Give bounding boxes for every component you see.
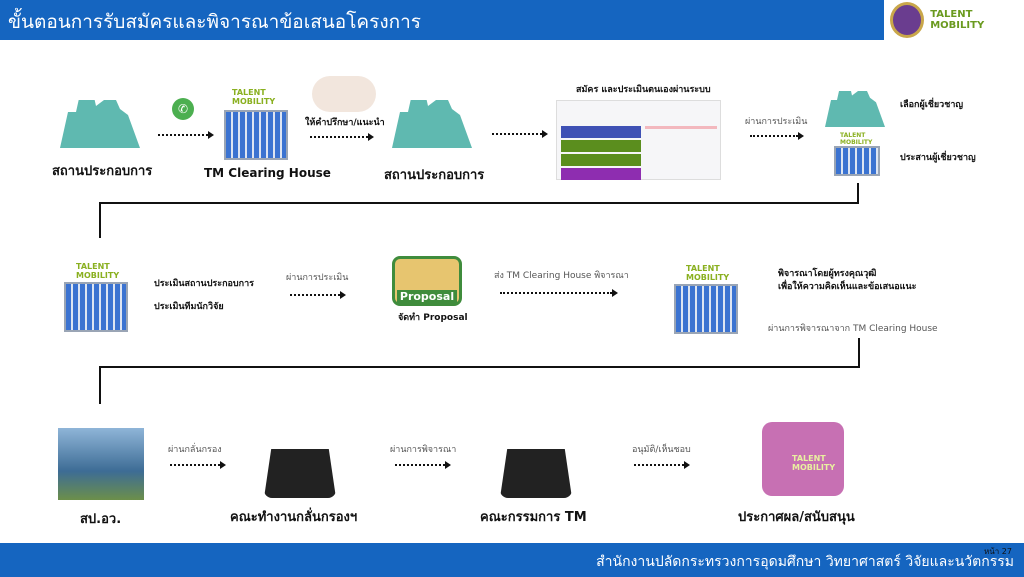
screen-team-label: คณะทำงานกลั่นกรองฯ [230,510,358,525]
connector [858,338,860,368]
review-label-2: เพื่อให้ความคิดเห็นและข้อเสนอแนะ [778,282,917,292]
phone-icon: ✆ [172,98,194,120]
announce-label: ประกาศผล/สนับสนุน [738,510,855,525]
arrow [310,133,374,141]
connector [99,366,860,368]
page-title: ขั้นตอนการรับสมัครและพิจารณาข้อเสนอโครงก… [8,11,421,33]
ministry-seal [890,2,925,38]
pass-label: ผ่านการประเมิน [286,273,349,283]
building-icon [60,88,140,148]
office-building-icon [224,110,288,160]
connector [857,183,859,203]
passed-review-label: ผ่านการพิจารณาจาก TM Clearing House [768,324,938,334]
office-building-icon [64,282,128,332]
arrow [290,291,346,299]
select-expert-label: เลือกผู้เชี่ยวชาญ [900,100,964,110]
company-label: สถานประกอบการ [52,164,153,179]
proposal-icon: Proposal [392,256,462,306]
arrow [170,461,226,469]
system-screenshot [556,100,721,180]
arrow [634,461,690,469]
ministry-building-image [58,428,144,500]
connector [99,366,101,404]
arrow [492,130,548,138]
apply-label: สมัคร และประเมินตนเองผ่านระบบ [576,85,711,95]
page-number: หน้า 27 [984,547,1012,556]
building-icon [392,88,472,148]
send-label: ส่ง TM Clearing House พิจารณา [494,271,629,281]
company-label: สถานประกอบการ [384,168,485,183]
arrow [750,132,804,140]
eval-team-label: ประเมินทีมนักวิจัย [154,302,224,312]
office-building-icon [834,146,880,176]
building-icon [825,82,885,127]
approve-label: อนุมัติ/เห็นชอบ [632,445,691,455]
arrow [395,461,451,469]
coordinate-expert-label: ประสานผู้เชี่ยวชาญ [900,153,976,163]
clearing-house-label: TM Clearing House [204,166,331,180]
footer: สำนักงานปลัดกระทรวงการอุดมศึกษา วิทยาศาส… [0,543,1024,577]
logos: TALENT MOBILITY [884,0,1024,40]
meeting-icon [264,449,336,498]
org-name: สำนักงานปลัดกระทรวงการอุดมศึกษา วิทยาศาส… [596,554,1014,570]
meeting-icon [500,449,572,498]
ops-label: สป.อว. [80,512,122,527]
connector [99,202,859,204]
consulting-people-image [312,76,376,112]
office-building-icon [674,284,738,334]
committee-label: คณะกรรมการ TM [480,510,587,525]
screen-label: ผ่านกลั่นกรอง [168,445,222,455]
pass-label: ผ่านการประเมิน [745,117,808,127]
talent-mobility-logo: TALENT MOBILITY [930,9,985,31]
advise-label: ให้คำปรึกษา/แนะนำ [305,118,385,128]
connector [99,202,101,238]
arrow [500,289,618,297]
review-label: พิจารณาโดยผู้ทรงคุณวุฒิ [778,269,877,279]
proposal-badge: Proposal [396,290,458,303]
proposal-label: จัดทำ Proposal [398,313,468,323]
page-header: ขั้นตอนการรับสมัครและพิจารณาข้อเสนอโครงก… [0,0,884,40]
arrow [158,131,214,139]
considered-label: ผ่านการพิจารณา [390,445,457,455]
eval-company-label: ประเมินสถานประกอบการ [154,279,254,289]
